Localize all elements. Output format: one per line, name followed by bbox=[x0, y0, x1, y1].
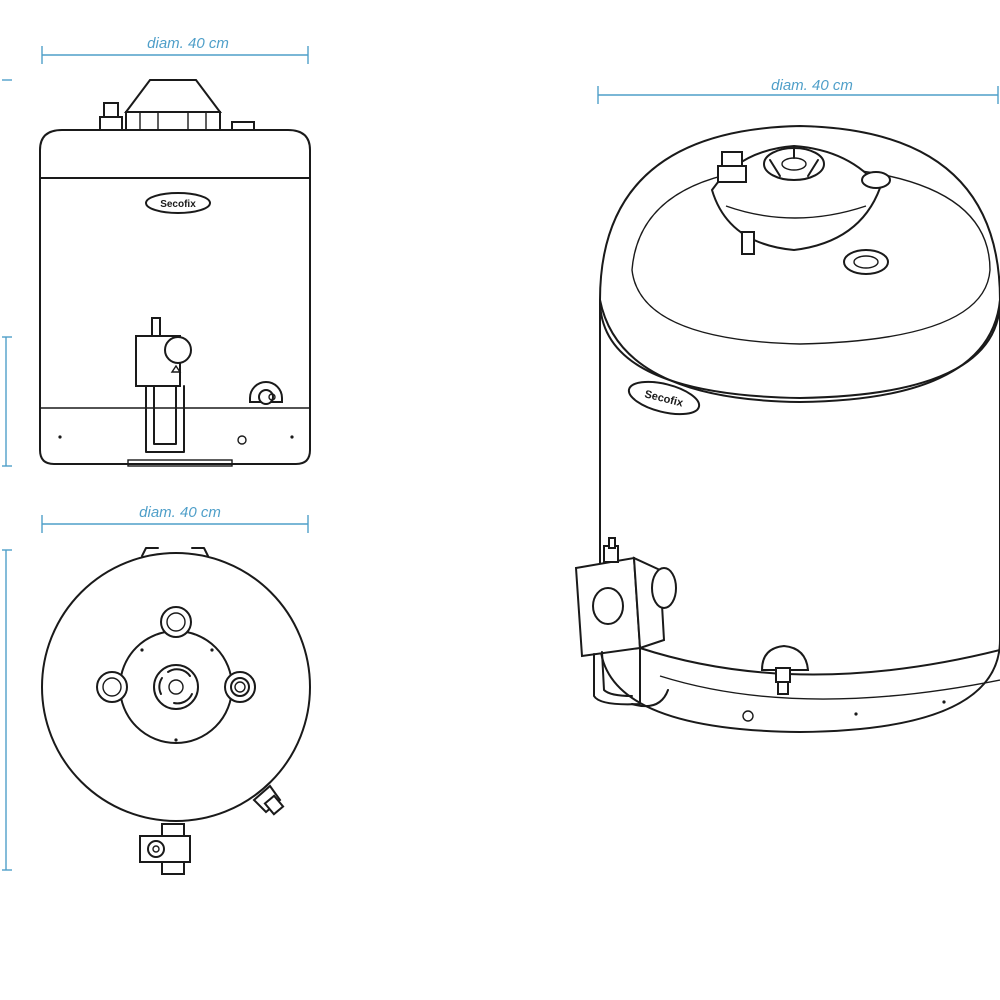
perspective-dimension-label: diam. 40 cm bbox=[771, 77, 853, 94]
top-dimension-label: diam. 40 cm bbox=[139, 504, 221, 521]
perspective-top-fitting bbox=[843, 171, 891, 275]
perspective-gas-control bbox=[574, 537, 677, 708]
flue-center bbox=[153, 664, 199, 710]
top-fitting bbox=[231, 121, 255, 131]
perspective-dimension: diam. 40 cm bbox=[597, 77, 999, 104]
front-tank-body bbox=[39, 129, 311, 465]
top-fitting-left bbox=[96, 671, 128, 703]
perspective-drain-valve bbox=[760, 644, 810, 695]
perspective-tank-body bbox=[599, 299, 1000, 734]
brand-logo: Secofix bbox=[145, 192, 211, 214]
top-fitting-upper bbox=[160, 606, 192, 638]
perspective-flue bbox=[710, 144, 882, 252]
flue-cap bbox=[124, 79, 222, 131]
relief-valve bbox=[99, 102, 123, 131]
perspective-view: diam. 40 cm bbox=[574, 77, 1000, 734]
front-dimension-label: diam. 40 cm bbox=[147, 35, 229, 52]
front-dimension: diam. 40 cm bbox=[41, 35, 309, 64]
perspective-brand-logo: Secofix bbox=[627, 380, 701, 416]
top-fitting-right bbox=[224, 671, 256, 703]
top-view: diam. 40 cm bbox=[2, 504, 311, 875]
front-view: diam. 40 cm Secofix bbox=[2, 35, 311, 467]
gas-control-valve bbox=[135, 317, 192, 453]
perspective-top-cap bbox=[598, 124, 1000, 400]
top-gas-control bbox=[139, 823, 191, 875]
top-drain-nozzle bbox=[252, 784, 285, 816]
top-dimension: diam. 40 cm bbox=[41, 504, 309, 533]
brand-logo-text: Secofix bbox=[160, 199, 196, 210]
drain-valve bbox=[249, 381, 283, 405]
perspective-relief-valve bbox=[717, 151, 755, 255]
